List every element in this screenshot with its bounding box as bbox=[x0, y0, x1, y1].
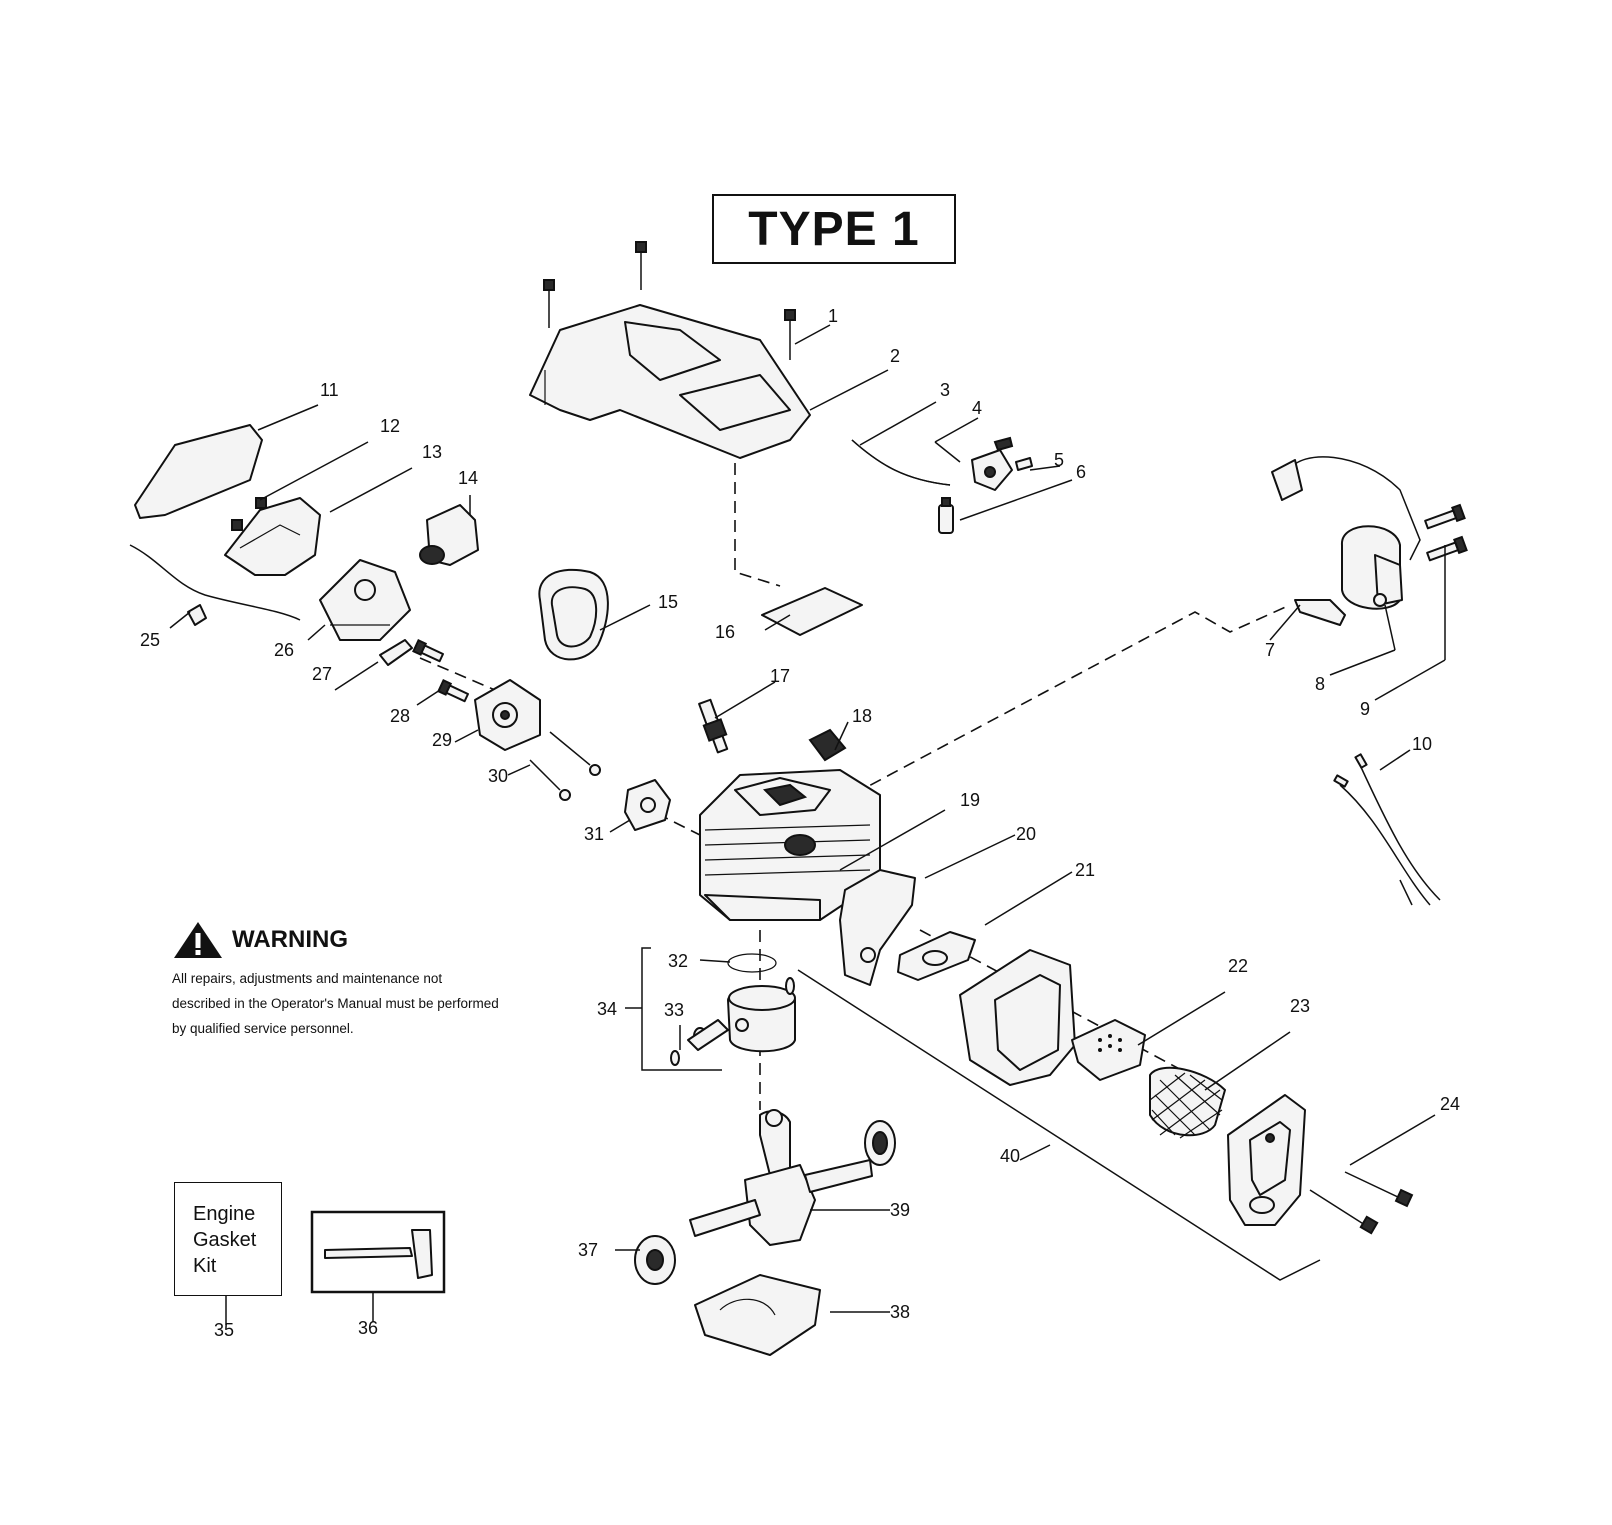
part-39-bearing bbox=[864, 1120, 896, 1166]
part-20-heat-shield bbox=[839, 869, 916, 986]
callout-37: 37 bbox=[578, 1240, 598, 1260]
part-5-screw bbox=[1015, 457, 1033, 471]
callout-33: 33 bbox=[664, 1000, 684, 1020]
callout-2: 2 bbox=[890, 346, 900, 366]
leader-lines bbox=[169, 324, 1446, 1325]
part-9-ignition-module bbox=[1271, 456, 1468, 610]
part-15-gasket-ring bbox=[538, 568, 609, 661]
callout-8: 8 bbox=[1315, 674, 1325, 694]
part-2-top-cover bbox=[529, 304, 811, 459]
callout-19: 19 bbox=[960, 790, 980, 810]
callout-9: 9 bbox=[1360, 699, 1370, 719]
callout-26: 26 bbox=[274, 640, 294, 660]
part-31-gasket bbox=[624, 779, 671, 831]
callout-20: 20 bbox=[1016, 824, 1036, 844]
callout-28: 28 bbox=[390, 706, 410, 726]
callout-17: 17 bbox=[770, 666, 790, 686]
part-28-bolts bbox=[412, 639, 470, 703]
callout-18: 18 bbox=[852, 706, 872, 726]
part-8-washer bbox=[1373, 593, 1387, 607]
part-16-decal bbox=[761, 587, 863, 636]
callout-27: 27 bbox=[312, 664, 332, 684]
callout-39: 39 bbox=[890, 1200, 910, 1220]
part-38-crankcase bbox=[694, 1274, 821, 1356]
engine-gasket-kit-box: Engine Gasket Kit bbox=[174, 1182, 282, 1296]
assembly-line-carb-to-intake bbox=[419, 657, 496, 691]
warning-icon bbox=[174, 922, 222, 958]
part-1-screws bbox=[543, 241, 796, 360]
callout-13: 13 bbox=[422, 442, 442, 462]
part-25-clip bbox=[187, 604, 207, 626]
callout-1: 1 bbox=[828, 306, 838, 326]
part-10-wire-harness bbox=[1333, 753, 1441, 906]
callout-22: 22 bbox=[1228, 956, 1248, 976]
part-37-seal bbox=[634, 1235, 676, 1285]
callout-30: 30 bbox=[488, 766, 508, 786]
callout-21: 21 bbox=[1075, 860, 1095, 880]
part-30-bolts bbox=[529, 731, 601, 801]
callout-12: 12 bbox=[380, 416, 400, 436]
part-22-spark-arrestor-plate bbox=[1071, 1019, 1146, 1081]
part-6-fuel-filter bbox=[938, 497, 954, 534]
callout-14: 14 bbox=[458, 468, 478, 488]
part-36-scrench-tool bbox=[310, 1210, 446, 1294]
part-piston bbox=[727, 985, 796, 1053]
callout-10: 10 bbox=[1412, 734, 1432, 754]
callout-15: 15 bbox=[658, 592, 678, 612]
callout-6: 6 bbox=[1076, 462, 1086, 482]
callout-40: 40 bbox=[1000, 1146, 1020, 1166]
warning-header: WARNING bbox=[172, 920, 512, 960]
part-13-air-filter-housing bbox=[224, 497, 321, 576]
callout-34: 34 bbox=[597, 999, 617, 1019]
part-33-piston-pin bbox=[687, 1019, 729, 1051]
callout-11: 11 bbox=[320, 380, 339, 400]
warning-text: All repairs, adjustments and maintenance… bbox=[172, 971, 499, 1036]
part-19-cylinder bbox=[699, 769, 881, 921]
part-29-intake-manifold bbox=[474, 679, 541, 751]
callout-numbers: 1 2 3 4 5 6 7 8 9 10 11 12 13 14 15 16 1… bbox=[140, 306, 1460, 1340]
callout-32: 32 bbox=[668, 951, 688, 971]
part-3-fuel-hose-inner bbox=[851, 439, 951, 486]
callout-36: 36 bbox=[358, 1318, 378, 1338]
warning-heading: WARNING bbox=[232, 926, 348, 953]
part-39-crankshaft bbox=[689, 1109, 873, 1246]
bracket-40 bbox=[797, 969, 1321, 1281]
callout-24: 24 bbox=[1440, 1094, 1460, 1114]
assembly-line-cylinder-to-ignition bbox=[819, 604, 1291, 813]
part-23-spark-screen bbox=[1149, 1066, 1226, 1139]
part-muffler-body bbox=[959, 949, 1076, 1086]
part-4-valve bbox=[971, 436, 1014, 491]
part-32-piston-ring bbox=[727, 953, 777, 973]
type-title: TYPE 1 bbox=[712, 194, 956, 264]
callout-3: 3 bbox=[940, 380, 950, 400]
part-24-bolts bbox=[1309, 1171, 1414, 1235]
part-26-carburetor bbox=[319, 559, 411, 641]
part-14-intake-boot bbox=[419, 504, 479, 566]
part-3-fuel-hose bbox=[851, 439, 951, 486]
callout-23: 23 bbox=[1290, 996, 1310, 1016]
bracket-34 bbox=[641, 947, 722, 1071]
part-11-air-filter-cover bbox=[134, 424, 263, 519]
part-18-decompression-cap bbox=[808, 728, 847, 762]
callout-35: 35 bbox=[214, 1320, 234, 1340]
part-17-spark-plug bbox=[698, 698, 729, 754]
callout-25: 25 bbox=[140, 630, 160, 650]
part-12-clips bbox=[231, 497, 267, 531]
part-27-carburetor-gasket bbox=[379, 639, 413, 666]
callout-31: 31 bbox=[584, 824, 604, 844]
assembly-line-cover-to-decal bbox=[734, 463, 781, 587]
part-muffler-cover bbox=[1227, 1094, 1306, 1226]
part-7-bracket bbox=[1294, 599, 1346, 626]
warning-notice: WARNING All repairs, adjustments and mai… bbox=[172, 920, 512, 1041]
callout-7: 7 bbox=[1265, 640, 1275, 660]
callout-5: 5 bbox=[1054, 450, 1064, 470]
part-12-choke-rod bbox=[129, 544, 301, 621]
part-21-muffler-gasket bbox=[897, 931, 976, 981]
callout-16: 16 bbox=[715, 622, 735, 642]
callout-38: 38 bbox=[890, 1302, 910, 1322]
callout-29: 29 bbox=[432, 730, 452, 750]
callout-4: 4 bbox=[972, 398, 982, 418]
